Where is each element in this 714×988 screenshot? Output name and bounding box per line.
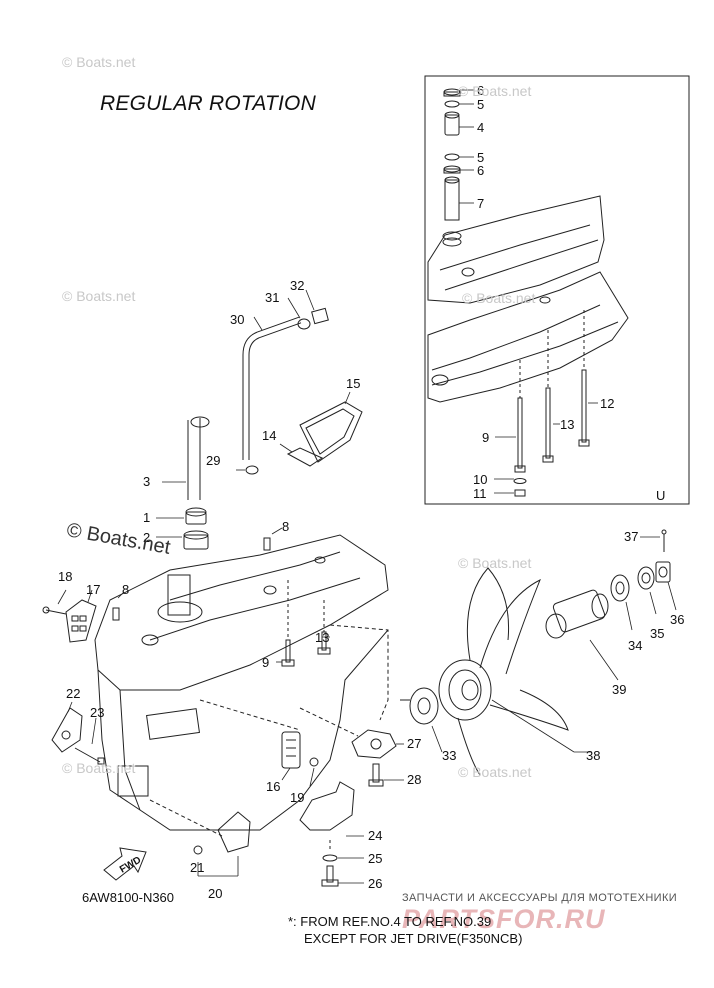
trim-tab-assembly [299, 781, 364, 887]
inset-gearcase-outline [427, 195, 629, 403]
anode-assembly [51, 701, 105, 765]
callout-28: 28 [407, 772, 421, 787]
callout-5a: 5 [477, 97, 484, 112]
callout-35: 35 [650, 626, 664, 641]
callout-10: 10 [473, 472, 487, 487]
watermark-8: © Boats.net [458, 764, 532, 780]
callout-13a: 13 [560, 417, 574, 432]
callout-15: 15 [346, 376, 360, 391]
forward-arrow [103, 847, 147, 881]
casing-bolts [276, 580, 331, 667]
footnote-line-1: *: FROM REF.NO.4 TO REF.NO.39 [288, 914, 492, 929]
callout-3: 3 [143, 474, 150, 489]
callout-8a: 8 [282, 519, 289, 534]
callout-7: 7 [477, 196, 484, 211]
callout-33: 33 [442, 748, 456, 763]
callout-20: 20 [208, 886, 222, 901]
diagram-code: 6AW8100-N360 [82, 890, 175, 905]
propeller-nut-set [610, 529, 677, 631]
callout-9a: 9 [482, 430, 489, 445]
water-tube-assembly [236, 289, 329, 475]
callout-31: 31 [265, 290, 279, 305]
page-title: REGULAR ROTATION [100, 92, 316, 115]
callout-37: 37 [624, 529, 638, 544]
callout-25: 25 [368, 851, 382, 866]
callout-2: 2 [143, 530, 150, 545]
callout-6b: 6 [477, 163, 484, 178]
inset-mark: U [656, 488, 665, 503]
watermark-2: © Boats.net [458, 83, 532, 99]
callout-38: 38 [586, 748, 600, 763]
callout-4: 4 [477, 120, 484, 135]
thrust-washer [400, 687, 443, 753]
watermark-7: © Boats.net [62, 760, 136, 776]
callout-19: 19 [290, 790, 304, 805]
watermark-1: © Boats.net [62, 54, 136, 70]
callout-5b: 5 [477, 150, 484, 165]
water-inlet-cover [149, 799, 251, 877]
callout-22: 22 [66, 686, 80, 701]
inset-frame [424, 75, 690, 505]
callout-36: 36 [670, 612, 684, 627]
shop-tagline: ЗАПЧАСТИ И АКСЕССУАРЫ ДЛЯ МОТОТЕХНИКИ [402, 892, 678, 904]
callout-17: 17 [86, 582, 100, 597]
callout-26: 26 [368, 876, 382, 891]
callout-30: 30 [230, 312, 244, 327]
propeller [438, 567, 592, 776]
callout-29: 29 [206, 453, 220, 468]
callout-23: 23 [90, 705, 104, 720]
cover-plate-assembly [299, 707, 404, 787]
watermark-4: © Boats.net [462, 290, 536, 306]
inset-bolts [494, 310, 598, 497]
callout-9b: 9 [262, 655, 269, 670]
spline-spacer [545, 589, 619, 681]
trim-tab-grip [42, 589, 97, 643]
drive-shaft-tube [156, 416, 210, 550]
callout-27: 27 [407, 736, 421, 751]
callout-12: 12 [600, 396, 614, 411]
callout-24: 24 [368, 828, 382, 843]
callout-32: 32 [290, 278, 304, 293]
callout-14: 14 [262, 428, 276, 443]
callout-34: 34 [628, 638, 642, 653]
callout-11: 11 [473, 486, 487, 501]
fwd-label: FWD [118, 855, 143, 876]
callout-8b: 8 [122, 582, 129, 597]
side-plate-plug [199, 699, 319, 787]
shop-brand-logo: PARTSFOR.RU [402, 904, 606, 934]
callout-18: 18 [58, 569, 72, 584]
lower-casing-outline [94, 534, 389, 831]
callout-6a: 6 [477, 83, 484, 98]
callout-39: 39 [612, 682, 626, 697]
watermark-6: © Boats.net [458, 555, 532, 571]
callout-21: 21 [190, 860, 204, 875]
callout-16: 16 [266, 779, 280, 794]
watermark-3: © Boats.net [62, 288, 136, 304]
callout-13b: 13 [315, 630, 329, 645]
inset-seal-stack [442, 88, 462, 247]
callout-1: 1 [143, 510, 150, 525]
footnote-line-2: EXCEPT FOR JET DRIVE(F350NCB) [304, 931, 523, 946]
gasket-plates [279, 391, 363, 467]
callout-labels: 6 5 4 5 6 7 12 13 9 10 11 32 31 30 15 14… [58, 83, 684, 901]
dowel-pins [112, 527, 283, 621]
